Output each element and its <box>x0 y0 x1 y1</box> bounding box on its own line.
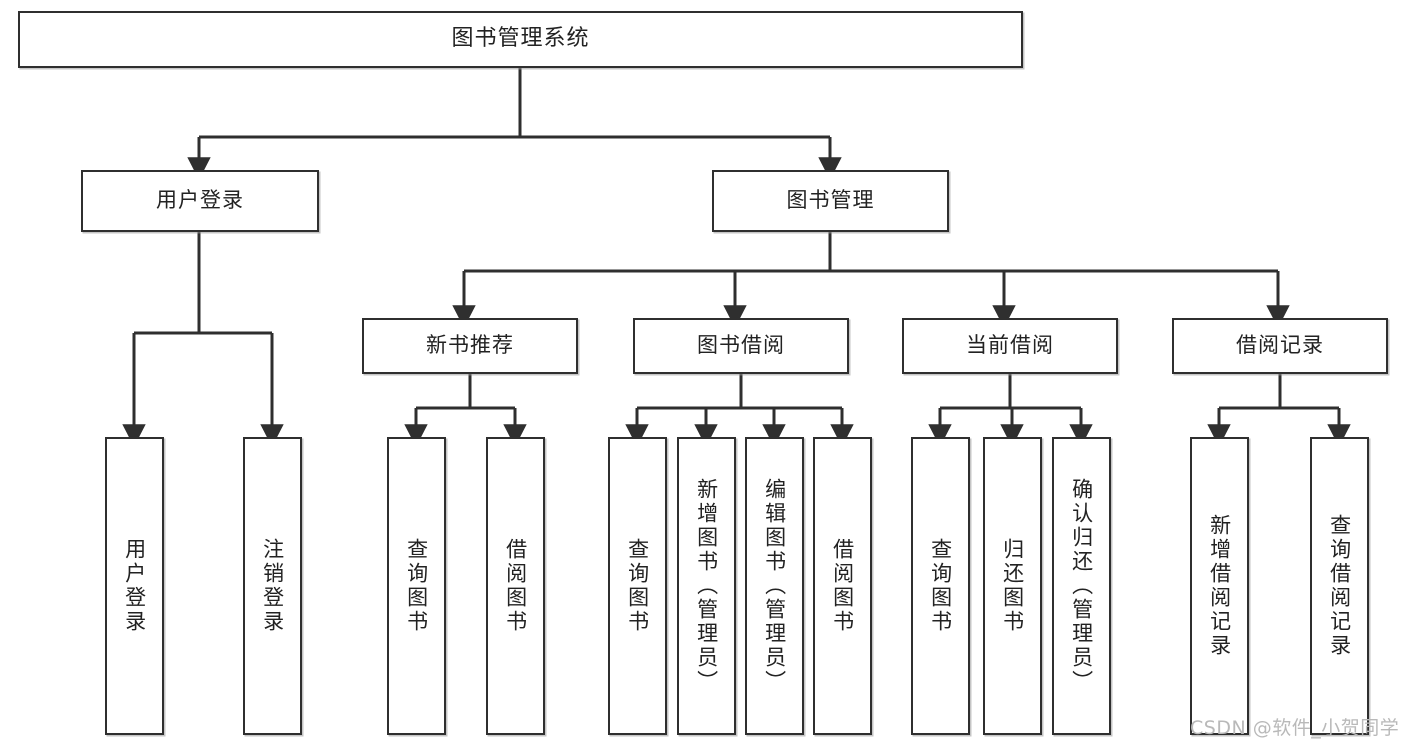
leaf-leaf-borrow-book-2-label: 借阅图书 <box>830 538 855 634</box>
node-current-borrow[interactable]: 当前借阅 <box>902 318 1118 374</box>
leaf-leaf-query-book-2[interactable]: 查询图书 <box>608 437 667 735</box>
leaf-leaf-logout-label: 注销登录 <box>260 538 285 634</box>
leaf-leaf-edit-book[interactable]: 编辑图书（管理员） <box>745 437 804 735</box>
leaf-leaf-return-book[interactable]: 归还图书 <box>983 437 1042 735</box>
leaf-leaf-borrow-book-1[interactable]: 借阅图书 <box>486 437 545 735</box>
leaf-leaf-query-book-1-label: 查询图书 <box>404 538 429 634</box>
leaf-leaf-user-login[interactable]: 用户登录 <box>105 437 164 735</box>
leaf-leaf-query-record[interactable]: 查询借阅记录 <box>1310 437 1369 735</box>
node-borrow-record[interactable]: 借阅记录 <box>1172 318 1388 374</box>
node-current-borrow-label: 当前借阅 <box>966 333 1054 358</box>
leaf-leaf-borrow-book-1-label: 借阅图书 <box>503 538 528 634</box>
leaf-leaf-borrow-book-2[interactable]: 借阅图书 <box>813 437 872 735</box>
leaf-leaf-query-book-3-label: 查询图书 <box>928 538 953 634</box>
leaf-leaf-query-book-3[interactable]: 查询图书 <box>911 437 970 735</box>
leaf-leaf-return-book-label: 归还图书 <box>1000 538 1025 634</box>
node-new-book-recommend-label: 新书推荐 <box>426 333 514 358</box>
node-root[interactable]: 图书管理系统 <box>18 11 1023 68</box>
node-book-manage-label: 图书管理 <box>786 188 875 213</box>
leaf-leaf-confirm-return[interactable]: 确认归还（管理员） <box>1052 437 1111 735</box>
node-root-label: 图书管理系统 <box>451 26 590 52</box>
node-user-login-label: 用户登录 <box>156 188 244 213</box>
leaf-leaf-add-book[interactable]: 新增图书（管理员） <box>677 437 736 735</box>
leaf-leaf-query-record-label: 查询借阅记录 <box>1327 514 1352 658</box>
leaf-leaf-add-book-label: 新增图书（管理员） <box>694 478 719 694</box>
node-book-borrow[interactable]: 图书借阅 <box>633 318 849 374</box>
leaf-leaf-add-record-label: 新增借阅记录 <box>1207 514 1232 658</box>
node-borrow-record-label: 借阅记录 <box>1236 333 1324 358</box>
leaf-leaf-add-record[interactable]: 新增借阅记录 <box>1190 437 1249 735</box>
node-book-borrow-label: 图书借阅 <box>697 333 785 358</box>
node-new-book-recommend[interactable]: 新书推荐 <box>362 318 578 374</box>
node-user-login[interactable]: 用户登录 <box>81 170 319 232</box>
leaf-leaf-query-book-2-label: 查询图书 <box>625 538 650 634</box>
leaf-leaf-confirm-return-label: 确认归还（管理员） <box>1069 478 1094 694</box>
csdn-watermark: CSDN @软件_小贺同学 <box>1190 717 1400 739</box>
leaf-leaf-user-login-label: 用户登录 <box>122 538 147 634</box>
node-book-manage[interactable]: 图书管理 <box>712 170 949 232</box>
leaf-leaf-edit-book-label: 编辑图书（管理员） <box>762 478 787 694</box>
leaf-leaf-query-book-1[interactable]: 查询图书 <box>387 437 446 735</box>
leaf-leaf-logout[interactable]: 注销登录 <box>243 437 302 735</box>
